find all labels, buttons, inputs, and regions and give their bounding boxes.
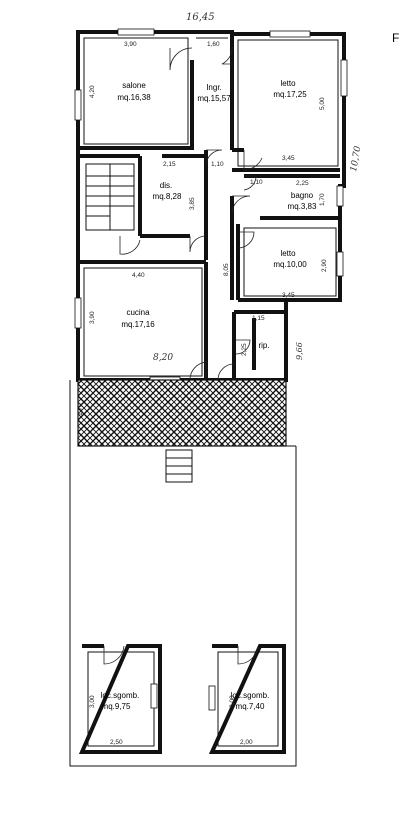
dimension-labels: 3,90 4,20 1,60 5,00 3,45 2,15 3,85 1,10 …: [77, 41, 328, 746]
courtyard: [69, 380, 297, 767]
room-area-locale-sgombero-1: mq.9,75: [102, 702, 131, 711]
dim-letto2-width: 3,45: [282, 292, 295, 299]
room-name-ingresso: Ingr.: [206, 83, 222, 92]
handwritten-top-width: 16,45: [186, 12, 215, 23]
inner-lines: [83, 37, 339, 377]
room-name-salone: salone: [122, 81, 146, 90]
dim-loc1-height: 3,00: [89, 695, 96, 708]
room-name-letto-2: letto: [280, 249, 296, 258]
handwritten-right-side: 10,70: [349, 145, 363, 172]
dim-loc2-height: 3,00: [229, 695, 236, 708]
storage-room-1: [78, 644, 162, 754]
room-name-ripostiglio: rip.: [258, 341, 269, 350]
dim-dis-height: 3,85: [189, 197, 196, 210]
storage-room-2: [208, 644, 286, 754]
dim-corridor-length: 8,05: [223, 263, 230, 276]
handwritten-left-width: 8,20: [153, 353, 173, 363]
room-area-bagno: mq.3,83: [288, 202, 317, 211]
room-name-locale-sgombero-1: loc.sgomb.: [101, 691, 140, 700]
staircase-icon: [85, 163, 135, 231]
dim-letto2-height: 2,90: [321, 259, 328, 272]
room-area-locale-sgombero-2: mq.7,40: [236, 702, 265, 711]
dim-cucina-height: 3,90: [89, 311, 96, 324]
dim-rip-height: 2,25: [241, 343, 248, 356]
dim-loc2-width: 2,00: [240, 739, 253, 746]
dim-rip-width: 1,15: [252, 315, 265, 322]
dim-terrace-depth: 1,70: [77, 403, 84, 416]
dim-bagno-height: 1,70: [319, 193, 326, 206]
dim-letto1-height: 5,00: [319, 97, 326, 110]
dim-corridor-width: 1,10: [211, 161, 224, 168]
dim-ingresso-width: 1,60: [207, 41, 220, 48]
dim-letto1-width: 3,45: [282, 155, 295, 162]
handwritten-right-mid: 9,66: [295, 342, 304, 360]
dim-bagno-width: 2,25: [296, 180, 309, 187]
page-marker: F: [392, 31, 399, 45]
room-area-letto-1: mq.17,25: [273, 90, 307, 99]
dim-bagno-corridor: 1,10: [250, 179, 263, 186]
dim-salone-width: 3,90: [124, 41, 137, 48]
room-name-bagno: bagno: [291, 191, 314, 200]
room-area-salone: mq.16,38: [117, 93, 151, 102]
room-area-letto-2: mq.10,00: [273, 260, 307, 269]
dim-cucina-width: 4,40: [132, 272, 145, 279]
dim-loc1-width: 2,50: [110, 739, 123, 746]
dim-salone-height: 4,20: [89, 85, 96, 98]
terrace-hatch: [77, 379, 287, 447]
room-name-disimpegno: dis.: [160, 181, 172, 190]
dim-dis-width: 2,15: [163, 161, 176, 168]
room-area-cucina: mq.17,16: [121, 320, 155, 329]
room-name-cucina: cucina: [126, 308, 150, 317]
room-name-locale-sgombero-2: loc.sgomb.: [231, 691, 270, 700]
room-area-disimpegno: mq.8,28: [153, 192, 182, 201]
room-name-letto-1: letto: [280, 79, 296, 88]
doors: [119, 45, 263, 381]
room-area-ingresso: mq.15,57: [197, 94, 231, 103]
